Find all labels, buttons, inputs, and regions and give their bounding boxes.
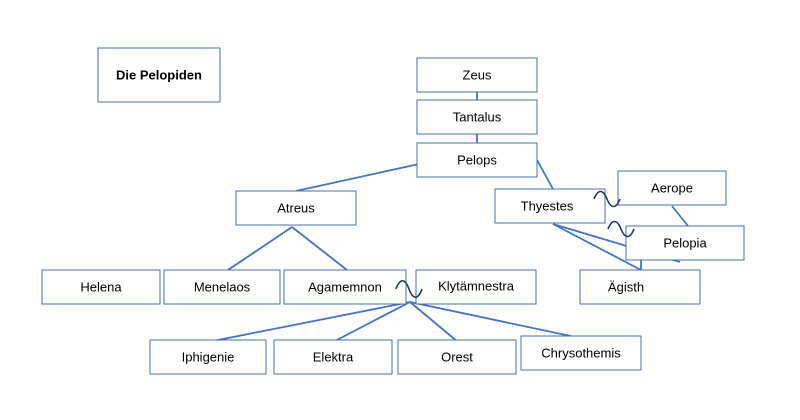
node-orest-label: Orest (441, 350, 473, 365)
edge-couple-elektra (332, 301, 411, 343)
edge-couple-orest (409, 301, 459, 343)
edge-couple-iphigenie (207, 301, 411, 343)
node-klytaemnestra: Klytämnestra (415, 269, 537, 305)
node-klytaemnestra-label: Klytämnestra (438, 279, 515, 294)
node-agamemnon-label: Agamemnon (308, 280, 382, 295)
node-iphigenie: Iphigenie (149, 339, 267, 375)
node-thyestes: Thyestes (494, 188, 606, 224)
node-zeus-label: Zeus (463, 68, 492, 83)
node-iphigenie-label: Iphigenie (182, 350, 235, 365)
node-pelopia-label: Pelopia (663, 236, 707, 251)
node-pelopia: Pelopia (625, 225, 745, 261)
edge-atreus-menelaos (227, 226, 293, 271)
node-helena-label: Helena (80, 280, 122, 295)
node-tantalus: Tantalus (416, 99, 538, 135)
node-chrysothemis-label: Chrysothemis (541, 346, 621, 361)
node-elektra: Elektra (273, 339, 393, 375)
edge-couple-chrysothemis (409, 301, 581, 339)
edge-thyestes-aegisth (552, 223, 642, 271)
connector-lines (207, 92, 689, 343)
title-box: Die Pelopiden (97, 47, 221, 103)
node-elektra-label: Elektra (313, 350, 354, 365)
edge-aerope-pelopia (671, 205, 689, 227)
marriage-thyestes-aerope-symbol (593, 190, 621, 208)
diagram-title: Die Pelopiden (116, 68, 202, 83)
node-chrysothemis: Chrysothemis (520, 335, 642, 371)
edge-atreus-agamemnon (291, 226, 348, 271)
node-zeus: Zeus (416, 57, 538, 93)
marriage-thyestes-pelopia-symbol (607, 220, 635, 238)
node-thyestes-label: Thyestes (521, 199, 574, 214)
node-aegisth-label: Ägisth (608, 280, 644, 295)
node-agamemnon: Agamemnon (283, 269, 407, 305)
node-aerope: Aerope (617, 170, 727, 206)
marriage-symbols (395, 190, 635, 299)
marriage-agamemnon-klytaemnestra-symbol (395, 279, 423, 299)
node-aerope-label: Aerope (651, 181, 693, 196)
node-orest: Orest (397, 339, 517, 375)
node-aegisth: Ägisth (579, 269, 701, 305)
node-menelaos: Menelaos (163, 269, 281, 305)
node-atreus: Atreus (235, 190, 357, 226)
node-helena: Helena (41, 269, 161, 305)
node-tantalus-label: Tantalus (453, 110, 502, 125)
node-atreus-label: Atreus (277, 201, 315, 216)
node-pelops: Pelops (416, 142, 538, 178)
node-pelops-label: Pelops (457, 153, 497, 168)
node-menelaos-label: Menelaos (194, 280, 251, 295)
edge-pelops-atreus (295, 163, 420, 192)
edge-pelops-thyestes (536, 159, 554, 190)
